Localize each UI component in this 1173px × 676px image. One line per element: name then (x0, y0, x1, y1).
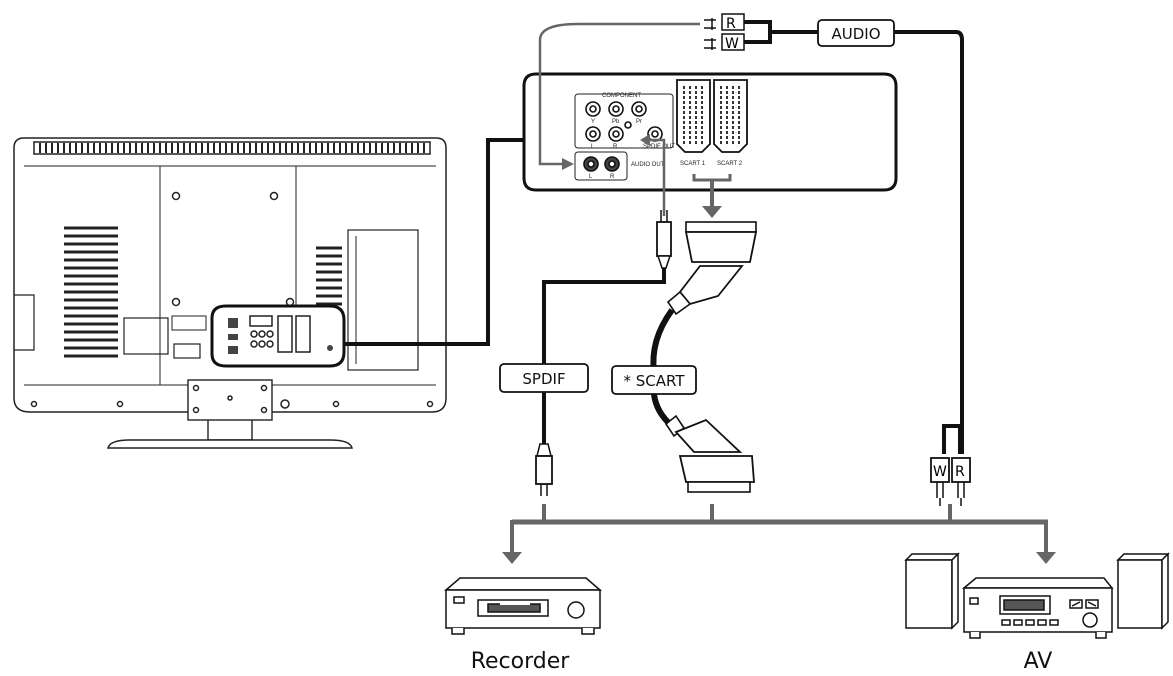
spdif-label: SPDIF (522, 370, 565, 388)
scart-1-port (676, 79, 711, 153)
av-system (904, 552, 1170, 639)
audio-label: AUDIO (831, 25, 880, 43)
scart-2-port (713, 79, 748, 153)
enlarged-panel: COMPONENT Y Pb Pr L R SPDIF OUT L R AUDI… (522, 72, 898, 192)
recorder-device (443, 577, 603, 635)
av-label: AV (1024, 649, 1053, 674)
bottom-red-plug-label: R (955, 464, 965, 480)
bottom-white-plug: W (930, 457, 950, 506)
scart2-label: SCART 2 (717, 161, 743, 167)
top-red-plug-label: R (726, 16, 736, 32)
jack-pb-label: Pb (612, 119, 620, 125)
side-vent (64, 226, 118, 358)
jack-y-label: Y (591, 119, 595, 125)
audio-out-label: AUDIO OUT (631, 162, 665, 168)
scart-label: * SCART (623, 372, 685, 390)
spdif-cable: SPDIF (499, 134, 672, 496)
distribution-lines (510, 504, 1048, 554)
screws (30, 191, 434, 409)
bottom-red-plug: R (951, 457, 971, 506)
component-label: COMPONENT (602, 93, 641, 99)
tv-rear (13, 137, 447, 449)
jack-pr-label: Pr (636, 119, 642, 125)
audio-l-label: L (589, 174, 593, 180)
recorder-label: Recorder (471, 649, 571, 674)
top-white-plug-label: W (725, 36, 739, 52)
top-white-plug: W (704, 33, 745, 52)
scart-cable: * SCART (611, 221, 758, 493)
audio-r-label: R (610, 174, 615, 180)
tv-connector-panel (210, 304, 346, 368)
top-vent (39, 143, 425, 153)
scart1-label: SCART 1 (680, 161, 706, 167)
audio-cable: R W AUDIO W R (538, 13, 971, 506)
jack-l-label: L (591, 144, 595, 150)
bottom-white-plug-label: W (933, 464, 947, 480)
top-red-plug: R (704, 13, 745, 32)
panel-link-cable (344, 138, 524, 346)
spdif-out-label: SPDIF OUT (643, 144, 675, 150)
jack-r-label: R (613, 144, 618, 150)
